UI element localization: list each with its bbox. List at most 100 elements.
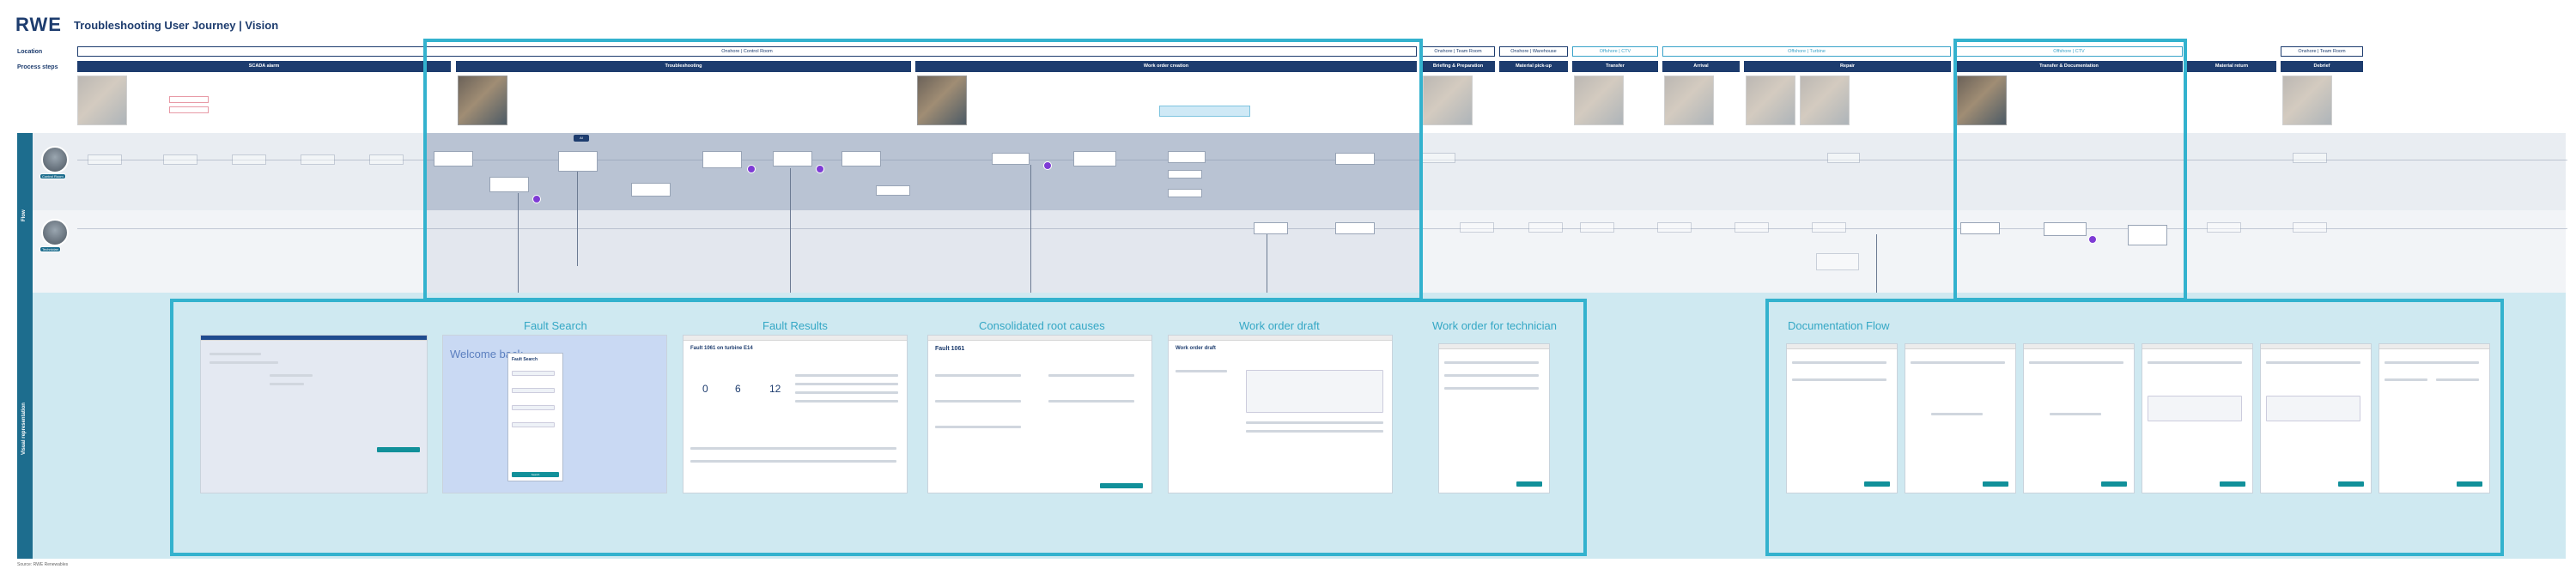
debrief-photo <box>2282 76 2332 125</box>
technician-avatar <box>41 219 69 246</box>
flow-step <box>1827 153 1860 163</box>
flow-step <box>88 154 122 165</box>
transfer-photo <box>1574 76 1624 125</box>
flow-step <box>558 151 598 172</box>
ai-marker <box>816 165 824 173</box>
ai-marker <box>532 195 541 203</box>
flow-step <box>434 151 473 166</box>
flow-step <box>1168 151 1206 163</box>
step-repair: Repair <box>1744 61 1951 72</box>
step-work-order-creation: Work order creation <box>915 61 1417 72</box>
flow-step <box>369 154 404 165</box>
fault-search-dialog: Fault Search Search <box>507 353 563 481</box>
fault-results-heading: Fault 1061 on turbine E14 <box>690 346 753 351</box>
arrival-photo <box>1664 76 1714 125</box>
process-row-label: Process steps <box>17 64 58 70</box>
step-arrival: Arrival <box>1662 61 1740 72</box>
flow-step <box>2293 153 2327 163</box>
location-warehouse: Onshore | Warehouse <box>1499 46 1568 57</box>
root-causes-screen: Fault 1061 <box>927 335 1152 493</box>
flow-step <box>773 151 812 166</box>
flow-step <box>2207 222 2241 233</box>
ai-marker <box>2088 235 2097 244</box>
flow-step <box>702 151 742 168</box>
section-title-work-order-technician: Work order for technician <box>1432 319 1557 332</box>
flow-step <box>1073 151 1116 166</box>
flow-step <box>1812 222 1846 233</box>
scada-screen <box>200 335 428 493</box>
troubleshooting-focus-frame <box>423 39 1423 301</box>
connector <box>1876 234 1877 312</box>
flow-step <box>1657 222 1692 233</box>
flow-step <box>2044 222 2087 236</box>
root-causes-heading: Fault 1061 <box>935 346 965 352</box>
flow-step <box>1460 222 1494 233</box>
pain-point-note <box>169 106 209 113</box>
search-button[interactable]: Search <box>512 472 559 477</box>
step-material-return: Material return <box>2187 61 2276 72</box>
documentation-screens-frame <box>1765 299 2504 556</box>
location-ctv-return: Offshore | CTV <box>1955 46 2183 57</box>
connector <box>1030 165 1031 324</box>
welcome-heading: Welcome back <box>450 348 524 360</box>
flow-step <box>1421 153 1455 163</box>
work-order-screen: Work order draft <box>1168 335 1393 493</box>
section-title-root-causes: Consolidated root causes <box>979 319 1105 332</box>
connector <box>518 193 519 324</box>
section-title-fault-results: Fault Results <box>762 319 828 332</box>
control-room-avatar <box>41 146 69 173</box>
connector <box>790 168 791 324</box>
location-row-label: Location <box>17 49 43 55</box>
flow-step <box>1335 222 1375 234</box>
repair-photo-2 <box>1800 76 1850 125</box>
interface-label: Visual representation <box>21 403 27 455</box>
location-team-room-debrief: Onshore | Team Room <box>2281 46 2363 57</box>
ai-badge: AI <box>574 135 589 142</box>
work-order-photo <box>917 76 967 125</box>
documentation-screen <box>1905 343 2016 493</box>
step-troubleshooting: Troubleshooting <box>456 61 911 72</box>
flow-step <box>1254 222 1288 234</box>
troubleshooting-screens-frame <box>170 299 1587 556</box>
documentation-screen <box>2379 343 2490 493</box>
flow-step <box>1735 222 1769 233</box>
flow-step <box>876 185 910 196</box>
flow-step <box>631 183 671 197</box>
troubleshooting-lane-highlight <box>425 133 1421 210</box>
flow-sidebar <box>17 133 33 293</box>
step-material-pickup: Material pick-up <box>1499 61 1568 72</box>
flow-step <box>301 154 335 165</box>
documentation-screen <box>2260 343 2372 493</box>
fault-results-screen: Fault 1061 on turbine E14 0 6 12 <box>683 335 908 493</box>
flow-step <box>1168 170 1202 179</box>
technician-work-order-screen <box>1438 343 1550 493</box>
footer-note: Source: RWE Renewables <box>17 562 69 567</box>
pain-point-note <box>169 96 209 103</box>
connector <box>577 172 578 266</box>
troubleshooting-photo <box>458 76 507 125</box>
ai-marker <box>1043 161 1052 170</box>
fault-search-screen: Welcome back Fault Search Search <box>442 335 667 493</box>
documentation-focus-frame <box>1953 39 2187 301</box>
section-title-fault-search: Fault Search <box>524 319 587 332</box>
flow-step <box>1816 253 1859 270</box>
documentation-screen <box>2142 343 2253 493</box>
flow-step <box>992 153 1030 165</box>
flow-step <box>841 151 881 166</box>
flow-line <box>77 228 2567 229</box>
rwe-logo: RWE <box>15 14 62 35</box>
flow-step <box>2293 222 2327 233</box>
location-control-room: Onshore | Control Room <box>77 46 1417 57</box>
flow-step <box>489 177 529 192</box>
scada-photo <box>77 76 127 125</box>
repair-photo-1 <box>1746 76 1795 125</box>
flow-label: Flow <box>21 209 27 221</box>
step-transfer: Transfer <box>1572 61 1658 72</box>
documentation-photo <box>1957 76 2007 125</box>
section-title-work-order-draft: Work order draft <box>1239 319 1320 332</box>
dialog-title: Fault Search <box>512 357 538 362</box>
step-debrief: Debrief <box>2281 61 2363 72</box>
flow-step <box>163 154 197 165</box>
documentation-screen <box>1786 343 1898 493</box>
